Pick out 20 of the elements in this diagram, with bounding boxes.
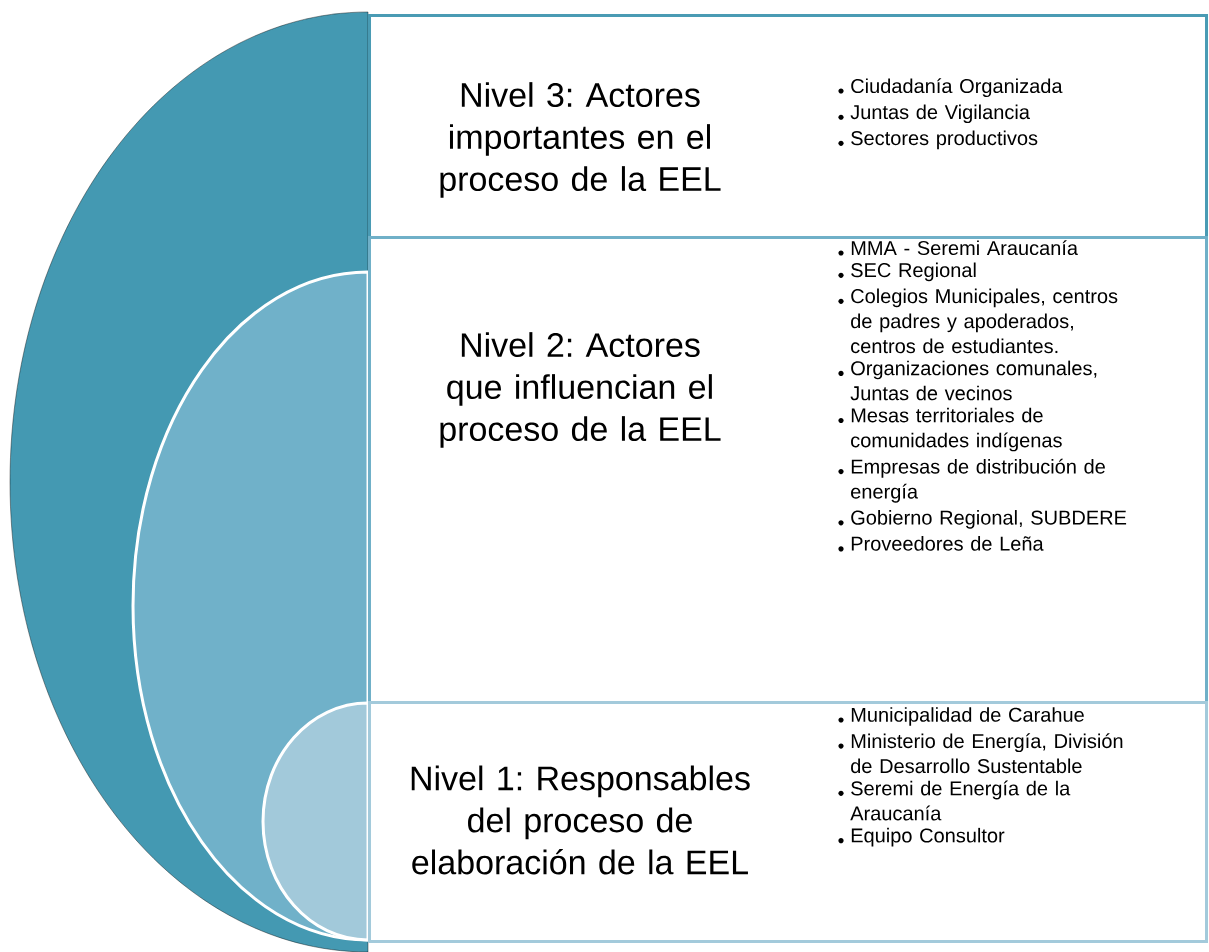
level-heading: Nivel 2: Actores que influencian el proceso de la EEL bbox=[440, 332, 721, 448]
bullet-item: SEC Regional bbox=[838, 262, 976, 282]
bullet-item: Sectores productivos bbox=[838, 130, 1038, 150]
bullet-item: Seremi de Energía de la Araucanía bbox=[838, 780, 1071, 821]
bullet-item: Organizaciones comunales, Juntas de vecinos bbox=[838, 360, 1097, 401]
bullet-item: MMA - Seremi Araucanía bbox=[838, 240, 1078, 256]
bullet-item: Gobierno Regional, SUBDERE bbox=[838, 510, 1127, 529]
bullet-item: Ciudadanía Organizada bbox=[838, 78, 1063, 98]
bullet-item: Mesas territoriales de comunidades indígenas bbox=[838, 407, 1062, 452]
bullet-item: Colegios Municipales, centros de padres y apoderados, centros de estudiantes. bbox=[838, 288, 1118, 354]
bullet-item: Proveedores de Leña bbox=[838, 536, 1044, 552]
level-panel bbox=[368, 14, 1208, 239]
level-heading: Nivel 1: Responsables del proceso de elaboración de la EEL bbox=[411, 765, 750, 875]
bullet-item: Empresas de distribución de energía bbox=[838, 458, 1105, 503]
level-panel bbox=[368, 701, 1208, 943]
level-heading: Nivel 3: Actores importantes en el proceso de la EEL bbox=[440, 82, 721, 198]
bullet-item: Ministerio de Energía, División de Desarrollo Sustentable bbox=[838, 733, 1123, 774]
bullet-item: Juntas de Vigilancia bbox=[838, 104, 1030, 124]
bullet-item: Equipo Consultor bbox=[838, 827, 1005, 847]
bullet-item: Municipalidad de Carahue bbox=[838, 707, 1084, 726]
